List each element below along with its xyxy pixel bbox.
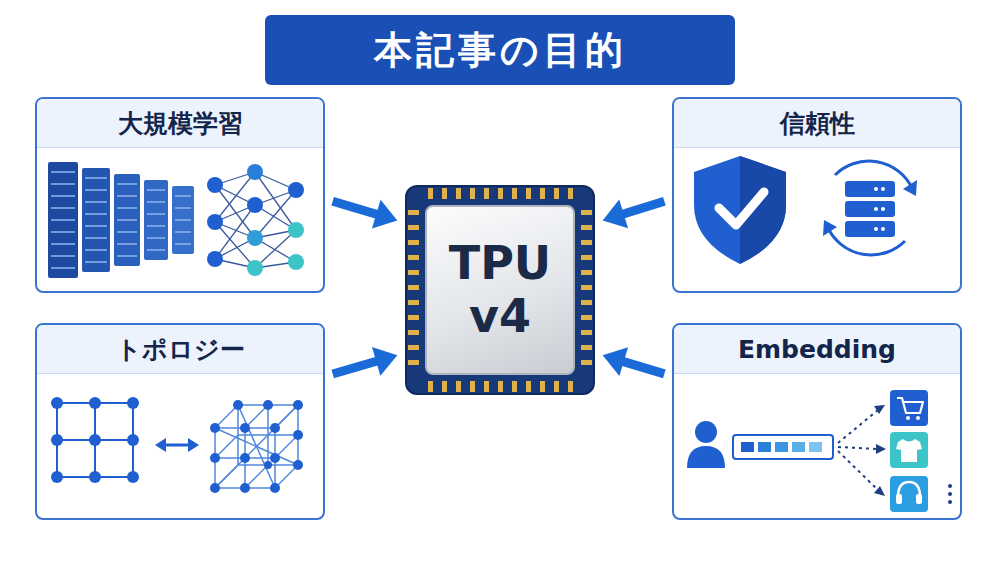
card-heading: トポロジー — [116, 333, 245, 366]
flow-arrow — [333, 200, 398, 229]
card-heading: 信頼性 — [780, 107, 855, 140]
chip-pins — [408, 188, 592, 392]
arrow-shaft — [622, 201, 665, 214]
topic-card: トポロジー — [35, 323, 325, 520]
flow-arrow — [603, 347, 665, 376]
topic-card: Embedding — [672, 323, 962, 520]
topic-card: 信頼性 — [672, 97, 962, 293]
arrow-head — [372, 347, 397, 376]
card-header: Embedding — [674, 325, 960, 374]
card-heading: 大規模学習 — [118, 107, 243, 140]
chip-node: TPU v4 — [405, 185, 595, 395]
arrow-head — [603, 347, 628, 376]
topic-card: 大規模学習 — [35, 97, 325, 293]
arrow-head — [372, 200, 397, 229]
arrow-shaft — [333, 361, 378, 374]
chip-die: TPU v4 — [425, 205, 575, 375]
title-banner: 本記事の目的 — [265, 15, 735, 85]
card-heading: Embedding — [738, 335, 896, 364]
arrow-shaft — [622, 361, 665, 374]
flow-arrow — [333, 347, 398, 376]
arrow-shaft — [333, 201, 379, 215]
flow-arrow — [603, 200, 665, 229]
card-header: トポロジー — [37, 325, 323, 374]
card-header: 信頼性 — [674, 99, 960, 148]
card-header: 大規模学習 — [37, 99, 323, 148]
chip-label: TPU v4 — [444, 237, 556, 343]
arrow-head — [603, 200, 628, 229]
